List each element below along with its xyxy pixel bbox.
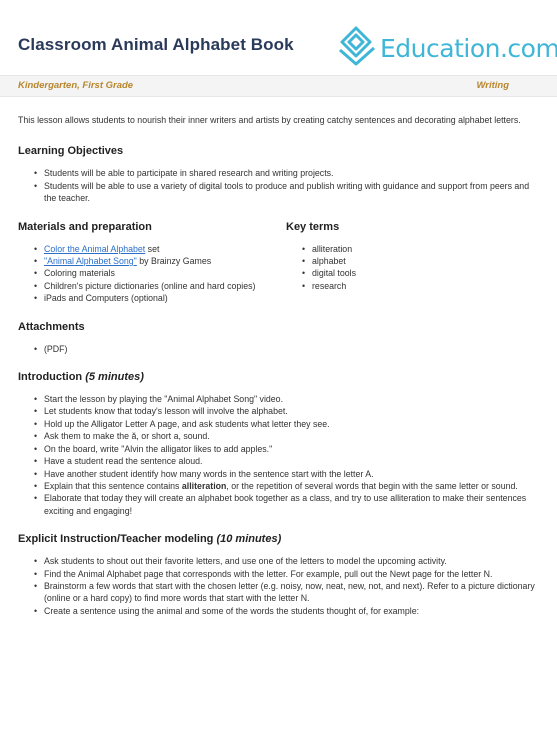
attachments-section: Attachments (PDF) — [18, 320, 540, 356]
list-item: Elaborate that today they will create an… — [34, 492, 540, 517]
list-item-text: Explain that this sentence contains — [44, 480, 182, 491]
page-title: Classroom Animal Alphabet Book — [18, 35, 294, 54]
key-terms-section: Key terms alliteration alphabet digital … — [286, 220, 526, 305]
list-item: Ask students to shout out their favorite… — [34, 555, 540, 568]
list-item: Ask them to make the ă, or short a, soun… — [34, 430, 540, 443]
key-terms-heading: Key terms — [286, 220, 340, 233]
attachment-item[interactable]: (PDF) — [34, 343, 540, 356]
term-alliteration: alliteration — [181, 480, 227, 491]
introduction-section: Introduction (5 minutes) Start the lesso… — [18, 370, 540, 517]
introduction-list: Start the lesson by playing the "Animal … — [34, 393, 540, 517]
learning-objectives-section: Learning Objectives Students will be abl… — [18, 144, 540, 204]
list-item: Find the Animal Alphabet page that corre… — [34, 568, 540, 581]
logo-text: Education.com — [380, 34, 557, 63]
instruction-list: Ask students to shout out their favorite… — [34, 555, 540, 617]
list-item: digital tools — [302, 267, 526, 280]
lesson-meta-bar: Kindergarten, First Grade Writing — [0, 75, 557, 97]
list-item: Let students know that today's lesson wi… — [34, 405, 540, 418]
list-item: Students will be able to use a variety o… — [34, 180, 540, 205]
page-header: Classroom Animal Alphabet Book Education… — [0, 0, 557, 75]
list-item: Explain that this sentence contains alli… — [34, 480, 540, 493]
list-item: Students will be able to participate in … — [34, 167, 540, 180]
list-item: On the board, write "Alvin the alligator… — [34, 443, 540, 456]
attachments-list: (PDF) — [34, 343, 540, 356]
list-item: alphabet — [302, 255, 526, 268]
logo-diamond-icon — [339, 26, 375, 66]
attachments-heading: Attachments — [18, 320, 85, 333]
lesson-content: This lesson allows students to nourish t… — [18, 114, 540, 632]
materials-list: Color the Animal Alphabet set "Animal Al… — [34, 243, 286, 305]
animal-alphabet-song-link[interactable]: "Animal Alphabet Song" — [44, 256, 137, 267]
list-item-text: , or the repetition of several words tha… — [226, 480, 518, 491]
instruction-heading: Explicit Instruction/Teacher modeling (1… — [18, 532, 540, 546]
list-item: research — [302, 280, 526, 293]
list-item: "Animal Alphabet Song" by Brainzy Games — [34, 255, 286, 268]
list-item-text: set — [145, 243, 160, 254]
list-item-text: by Brainzy Games — [136, 256, 212, 267]
list-item: Brainstorm a few words that start with t… — [34, 580, 540, 605]
grade-level: Kindergarten, First Grade — [18, 80, 134, 91]
introduction-heading: Introduction (5 minutes) — [18, 370, 540, 384]
materials-heading: Materials and preparation — [18, 220, 152, 233]
instruction-section: Explicit Instruction/Teacher modeling (1… — [18, 532, 540, 617]
list-item: Have another student identify how many w… — [34, 468, 540, 481]
list-item: Coloring materials — [34, 267, 286, 280]
heading-text: Explicit Instruction/Teacher modeling — [18, 533, 214, 546]
list-item: Start the lesson by playing the "Animal … — [34, 393, 540, 406]
education-com-logo[interactable]: Education.com — [336, 20, 557, 66]
list-item: Children's picture dictionaries (online … — [34, 280, 286, 293]
learning-objectives-heading: Learning Objectives — [18, 145, 124, 158]
materials-section: Materials and preparation Color the Anim… — [18, 220, 286, 305]
list-item: Create a sentence using the animal and s… — [34, 605, 540, 618]
duration: (10 minutes) — [216, 533, 282, 546]
list-item: Have a student read the sentence aloud. — [34, 455, 540, 468]
key-terms-list: alliteration alphabet digital tools rese… — [302, 243, 526, 293]
list-item: alliteration — [302, 243, 526, 256]
heading-text: Introduction — [18, 371, 83, 384]
list-item: iPads and Computers (optional) — [34, 292, 286, 305]
duration: (5 minutes) — [85, 371, 144, 384]
color-animal-alphabet-link[interactable]: Color the Animal Alphabet — [44, 243, 146, 254]
list-item: Color the Animal Alphabet set — [34, 243, 286, 256]
materials-and-terms: Materials and preparation Color the Anim… — [18, 220, 540, 305]
subject: Writing — [476, 80, 509, 91]
objectives-list: Students will be able to participate in … — [34, 167, 540, 204]
list-item: Hold up the Alligator Letter A page, and… — [34, 418, 540, 431]
lesson-description: This lesson allows students to nourish t… — [18, 115, 521, 125]
